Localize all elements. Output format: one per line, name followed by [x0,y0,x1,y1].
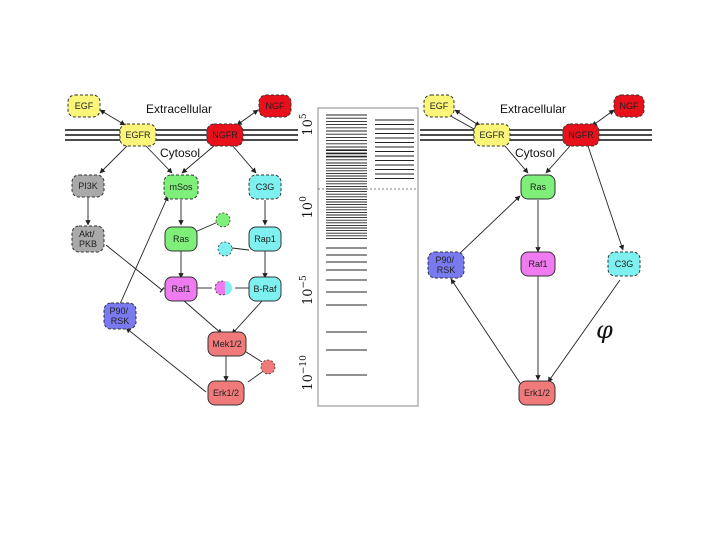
right-node-ngf-label: NGF [620,101,640,111]
left-node-rap1: Rap1 [248,226,282,252]
left-node-mek-label: Mek1/2 [212,339,242,349]
right-node-ras-label: Ras [530,182,547,192]
right-node-egf-label: EGF [430,101,449,111]
left-node-braf-label: B-Raf [253,284,277,294]
right-node-egfr: EGFR [473,123,511,147]
left-node-egf: EGF [67,94,101,118]
right-node-c3g-label: C3G [615,259,634,269]
left-node-akt-label: Akt/ PKB [79,229,97,249]
right-node-egf: EGF [423,94,455,118]
right-edges [446,109,625,387]
spectrum-tick-label: 105 [299,113,316,136]
left-node-c3g: C3G [248,174,282,200]
left-node-erk: Erk1/2 [207,380,245,406]
right-node-c3g: C3G [607,251,641,277]
right-node-ras: Ras [520,174,556,200]
eigenvalue-spectrum: 105 100 10−5 10−10 [299,107,419,407]
left-node-ras-label: Ras [173,234,190,244]
right-membrane [420,129,652,141]
left-node-raf1: Raf1 [164,276,198,302]
left-node-c3g-label: C3G [256,182,275,192]
left-node-pi3k-label: PI3K [78,181,98,191]
left-cytosol-label: Cytosol [160,146,200,160]
left-node-p90rsk-line2: RSK [111,316,130,326]
right-node-ngf: NGF [613,94,645,118]
right-node-erk-label: Erk1/2 [524,388,550,398]
left-rap-gap-circle [217,241,233,257]
left-node-ras: Ras [164,226,198,252]
left-node-braf: B-Raf [248,276,282,302]
right-node-raf1: Raf1 [520,251,556,277]
spectrum-tick-label: 10−10 [299,355,316,391]
left-node-ngf: NGF [258,94,292,118]
right-extracellular-label: Extracellular [500,102,566,116]
left-node-ngfr: NGFR [206,123,244,147]
spectrum-frame [317,107,419,407]
right-node-p90rsk-line1: P90/ [435,255,454,265]
spectrum-column-reduced [375,119,414,179]
left-node-p90rsk-label: P90/ RSK [109,306,130,326]
left-node-p90rsk-line1: P90/ [109,306,128,316]
spectrum-tick-label: 100 [299,196,316,219]
phi-label: φ [596,316,613,344]
left-node-msos-label: mSos [169,182,193,192]
left-node-erk-label: Erk1/2 [213,388,239,398]
left-node-akt-line1: Akt/ [79,229,95,239]
spectrum-axis: 105 100 10−5 10−10 [299,113,316,391]
left-node-mek: Mek1/2 [207,331,247,357]
right-node-p90rsk-line2: RSK [437,265,456,275]
right-node-erk: Erk1/2 [518,380,556,406]
left-membrane [65,129,298,141]
left-network: Extracellular Cytosol [65,94,298,406]
left-ras-gap-circle [215,212,231,228]
left-edges [85,109,268,393]
left-node-egf-label: EGF [75,101,94,111]
left-node-p90rsk: P90/ RSK [103,302,137,330]
left-node-egfr: EGFR [119,123,157,147]
right-node-p90rsk-label: P90/ RSK [435,255,456,275]
left-node-msos: mSos [163,174,199,200]
right-node-raf1-label: Raf1 [528,259,547,269]
left-node-rap1-label: Rap1 [254,234,276,244]
left-node-akt: Akt/ PKB [71,225,105,253]
left-node-egfr-label: EGFR [125,130,151,140]
spectrum-tick-label: 10−5 [299,275,316,305]
right-cytosol-label: Cytosol [515,146,555,160]
right-node-ngfr-label: NGFR [568,130,594,140]
left-node-raf1-label: Raf1 [171,284,190,294]
left-raf-pp2a-half [225,281,232,295]
left-extracellular-label: Extracellular [146,102,212,116]
right-node-ngfr: NGFR [562,123,600,147]
spectrum-column-full [326,114,367,376]
left-node-akt-line2: PKB [79,239,97,249]
left-node-ngfr-label: NGFR [212,130,238,140]
left-node-ngf-label: NGF [266,101,286,111]
right-node-p90rsk: P90/ RSK [427,251,465,279]
right-network: Extracellular Cytosol EGF NGF EGFR [420,94,652,406]
right-node-egfr-label: EGFR [479,130,505,140]
left-erk-pp2a-circle [260,359,276,375]
left-node-pi3k: PI3K [71,174,105,198]
